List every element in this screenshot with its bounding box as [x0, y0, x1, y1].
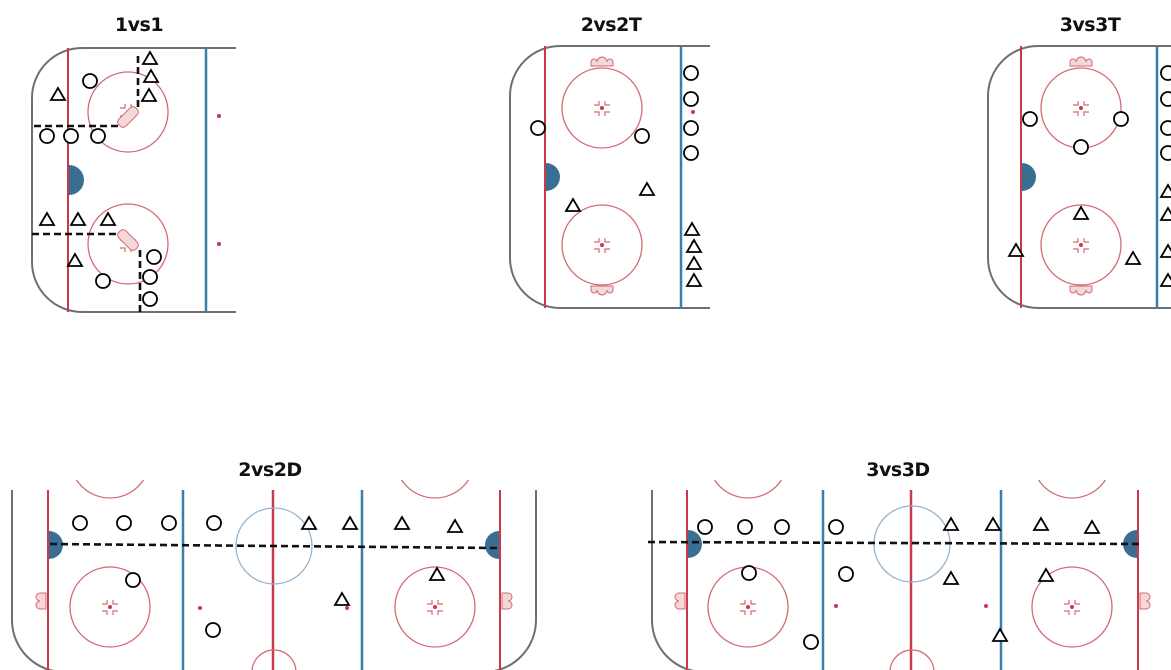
player-circle — [530, 120, 546, 136]
player-circle — [205, 622, 221, 638]
player-circle — [774, 519, 790, 535]
player-circle — [803, 634, 819, 650]
player-circle — [125, 572, 141, 588]
player-circle — [1073, 139, 1089, 155]
player-triangle — [140, 87, 158, 102]
drill-title-3vs3d: 3vs3D — [866, 459, 930, 481]
player-circle — [1113, 111, 1129, 127]
player-triangle — [1159, 183, 1171, 198]
player-triangle — [638, 181, 656, 196]
player-circle — [116, 515, 132, 531]
player-circle — [737, 519, 753, 535]
player-triangle — [333, 591, 351, 606]
player-triangle — [1007, 242, 1025, 257]
rink-markings — [509, 45, 710, 309]
player-circle — [1022, 111, 1038, 127]
player-triangle — [685, 255, 703, 270]
player-triangle — [141, 50, 159, 65]
player-triangle — [1083, 519, 1101, 534]
rink-markings — [11, 480, 537, 670]
player-circle — [142, 269, 158, 285]
player-circle — [683, 120, 699, 136]
player-circle — [838, 566, 854, 582]
drill-title-3vs3t: 3vs3T — [1059, 14, 1121, 36]
player-triangle — [984, 516, 1002, 531]
player-circle — [82, 73, 98, 89]
player-circle — [1160, 65, 1171, 81]
player-circle — [683, 65, 699, 81]
player-triangle — [564, 197, 582, 212]
player-triangle — [942, 516, 960, 531]
player-triangle — [1159, 243, 1171, 258]
player-triangle — [685, 272, 703, 287]
rink-diagram-2vs2t — [509, 45, 710, 309]
player-triangle — [685, 238, 703, 253]
player-triangle — [942, 570, 960, 585]
player-circle — [1160, 145, 1171, 161]
player-circle — [39, 128, 55, 144]
player-circle — [697, 519, 713, 535]
player-triangle — [1037, 567, 1055, 582]
player-triangle — [1032, 516, 1050, 531]
player-triangle — [341, 515, 359, 530]
player-circle — [142, 291, 158, 307]
rink-markings — [651, 480, 1151, 670]
player-circle — [72, 515, 88, 531]
rink-markings — [31, 47, 236, 313]
player-triangle — [683, 221, 701, 236]
player-triangle — [1159, 272, 1171, 287]
drill-lines — [647, 540, 1141, 546]
player-triangle — [1124, 250, 1142, 265]
player-circle — [828, 519, 844, 535]
player-triangle — [66, 252, 84, 267]
player-circle — [146, 249, 162, 265]
drill-title-2vs2t: 2vs2T — [580, 14, 642, 36]
player-circle — [683, 145, 699, 161]
player-triangle — [69, 211, 87, 226]
player-circle — [634, 128, 650, 144]
player-triangle — [446, 518, 464, 533]
drill-title-1vs1: 1vs1 — [114, 14, 164, 36]
player-triangle — [49, 86, 67, 101]
player-circle — [683, 91, 699, 107]
player-circle — [1160, 91, 1171, 107]
player-triangle — [393, 515, 411, 530]
player-circle — [95, 273, 111, 289]
drill-lines — [32, 56, 142, 312]
player-triangle — [428, 566, 446, 581]
drill-lines — [49, 542, 499, 550]
rink-diagram-3vs3d — [647, 480, 1151, 670]
player-circle — [206, 515, 222, 531]
player-triangle — [142, 68, 160, 83]
player-circle — [63, 128, 79, 144]
player-triangle — [99, 211, 117, 226]
player-circle — [741, 565, 757, 581]
rink-diagram-1vs1 — [31, 47, 236, 313]
player-circle — [90, 128, 106, 144]
rink-diagram-2vs2d — [11, 480, 537, 670]
player-triangle — [1072, 205, 1090, 220]
rink-markings — [987, 45, 1171, 309]
player-triangle — [300, 515, 318, 530]
player-triangle — [38, 211, 56, 226]
rink-diagram-3vs3t — [987, 45, 1171, 309]
player-triangle — [991, 627, 1009, 642]
player-circle — [161, 515, 177, 531]
drill-title-2vs2d: 2vs2D — [238, 459, 302, 481]
player-circle — [1160, 120, 1171, 136]
player-triangle — [1159, 206, 1171, 221]
